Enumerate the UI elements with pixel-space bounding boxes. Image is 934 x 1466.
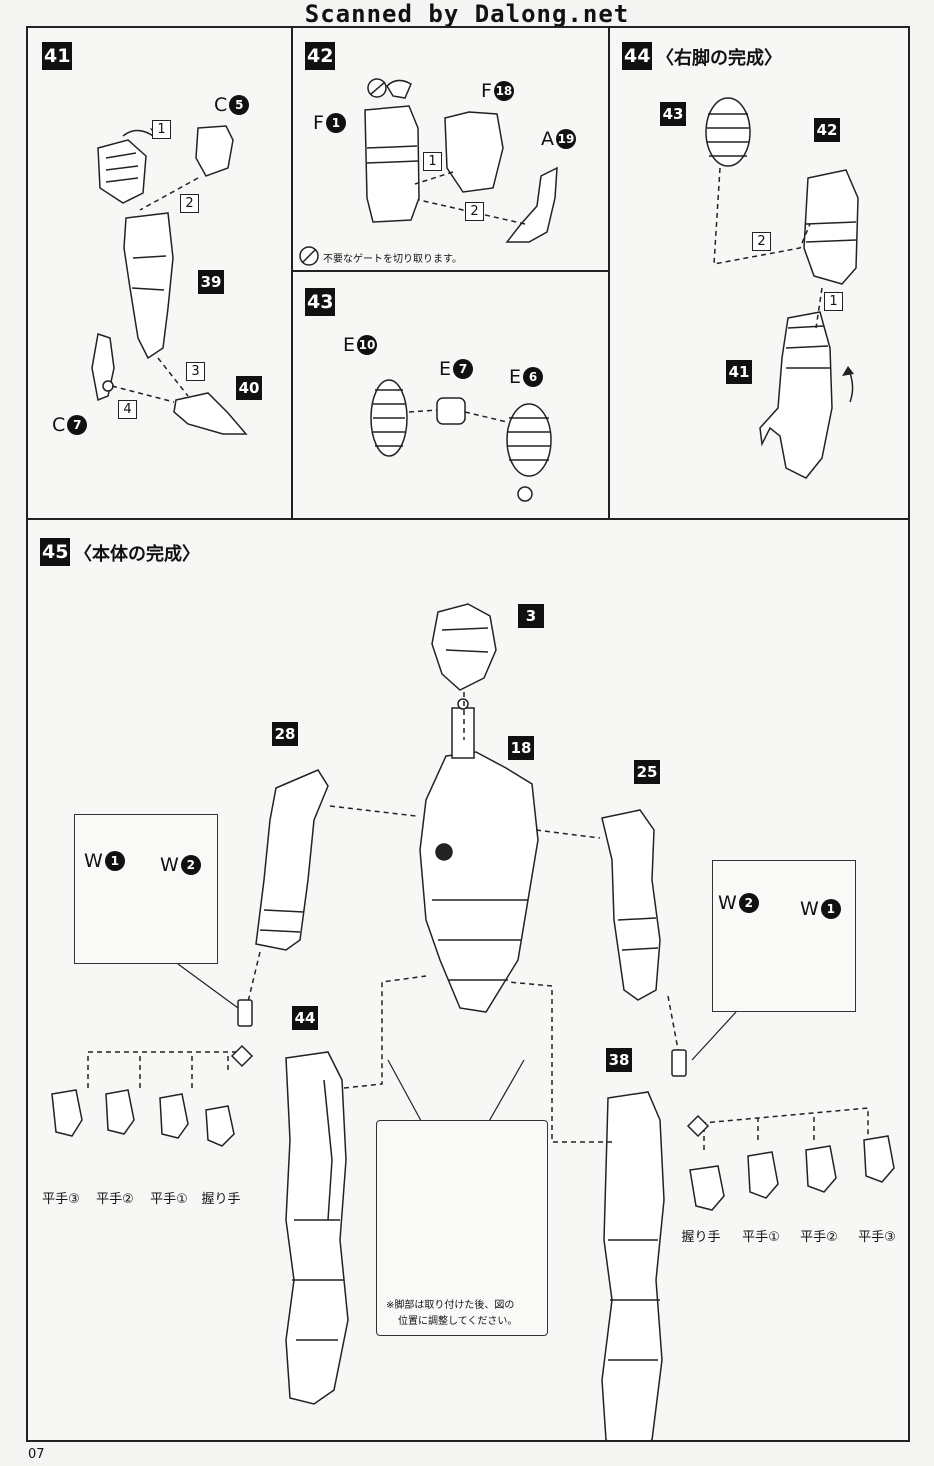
step-ref-3: 3 xyxy=(518,604,544,628)
inset-box-left xyxy=(74,814,218,964)
step-42-drawing xyxy=(299,78,558,266)
step-44-drawing xyxy=(705,97,859,479)
hand-label-left-3: 平手① xyxy=(150,1192,188,1207)
order-box-1: 1 xyxy=(152,120,171,139)
part-number-badge: 1 xyxy=(104,851,125,871)
step-ref-28: 28 xyxy=(272,722,298,746)
step-ref-39: 39 xyxy=(198,270,224,294)
runner-letter: E xyxy=(439,358,452,380)
order-box-2: 2 xyxy=(180,194,199,213)
hand-label-right-2: 平手① xyxy=(742,1230,780,1245)
runner-letter: A xyxy=(541,128,554,150)
runner-letter: W xyxy=(718,892,737,914)
runner-letter: C xyxy=(52,414,66,436)
part-number-badge: 19 xyxy=(556,129,576,149)
runner-letter: W xyxy=(160,854,179,876)
order-box-4: 4 xyxy=(118,400,137,419)
part-number-badge: 6 xyxy=(523,367,544,387)
step-title: 〈本体の完成〉 xyxy=(74,544,200,565)
page-number: 07 xyxy=(28,1447,45,1462)
step-number: 42 xyxy=(305,42,336,70)
step-title: 〈右脚の完成〉 xyxy=(656,48,782,69)
step-ref-40: 40 xyxy=(236,376,262,400)
inset-box-right xyxy=(712,860,856,1012)
runner-letter: F xyxy=(481,80,492,102)
runner-letter: E xyxy=(343,334,356,356)
hand-label-right-4: 平手③ xyxy=(858,1230,896,1245)
step-number: 41 xyxy=(42,42,73,70)
step-ref-41: 41 xyxy=(726,360,752,384)
leg-adjust-note-line2: 位置に調整してください。 xyxy=(398,1316,518,1327)
part-number-badge: 2 xyxy=(738,893,759,913)
runner-letter: W xyxy=(800,898,819,920)
hand-label-left-4: 握り手 xyxy=(201,1192,241,1207)
part-number-badge: 10 xyxy=(357,335,378,355)
order-box-2: 2 xyxy=(465,202,484,221)
step-45-panel: 45 〈本体の完成〉 xyxy=(26,518,910,1442)
hand-label-right-1: 握り手 xyxy=(681,1230,721,1245)
hand-label-right-3: 平手② xyxy=(800,1230,838,1245)
part-number-badge: 5 xyxy=(229,95,250,115)
watermark: Scanned by Dalong.net xyxy=(304,0,630,28)
step-ref-18: 18 xyxy=(508,736,534,760)
runner-letter: C xyxy=(214,94,228,116)
part-number-badge: 1 xyxy=(325,113,346,133)
runner-letter: F xyxy=(313,112,324,134)
step-44-panel: 44 〈右脚の完成〉 43 42 41 2 1 xyxy=(608,26,910,520)
part-number-badge: 1 xyxy=(820,899,841,919)
order-box-1: 1 xyxy=(423,152,442,171)
step-ref-25: 25 xyxy=(634,760,660,784)
step-number: 45 xyxy=(40,538,71,566)
step-ref-43: 43 xyxy=(660,102,686,126)
part-number-badge: 18 xyxy=(493,81,514,101)
hand-label-left-2: 平手② xyxy=(96,1192,134,1207)
order-box-3: 3 xyxy=(186,362,205,381)
runner-letter: E xyxy=(509,366,522,388)
step-ref-42: 42 xyxy=(814,118,840,142)
step-ref-38: 38 xyxy=(606,1048,632,1072)
order-box-1: 1 xyxy=(824,292,843,311)
part-number-badge: 7 xyxy=(67,415,88,435)
runner-letter: W xyxy=(84,850,103,872)
leg-adjust-note-box xyxy=(376,1120,548,1336)
step-43-drawing xyxy=(370,379,552,502)
order-box-2: 2 xyxy=(752,232,771,251)
part-number-badge: 2 xyxy=(180,855,201,875)
step-number: 43 xyxy=(305,288,336,316)
part-number-badge: 7 xyxy=(453,359,474,379)
leg-adjust-note-line1: ※脚部は取り付けた後、図の xyxy=(386,1300,515,1311)
step-41-drawing xyxy=(91,125,248,435)
step-ref-44: 44 xyxy=(292,1006,318,1030)
step-number: 44 xyxy=(622,42,653,70)
hand-label-left-1: 平手③ xyxy=(42,1192,80,1207)
gate-cut-note: 不要なゲートを切り取ります。 xyxy=(323,254,462,265)
